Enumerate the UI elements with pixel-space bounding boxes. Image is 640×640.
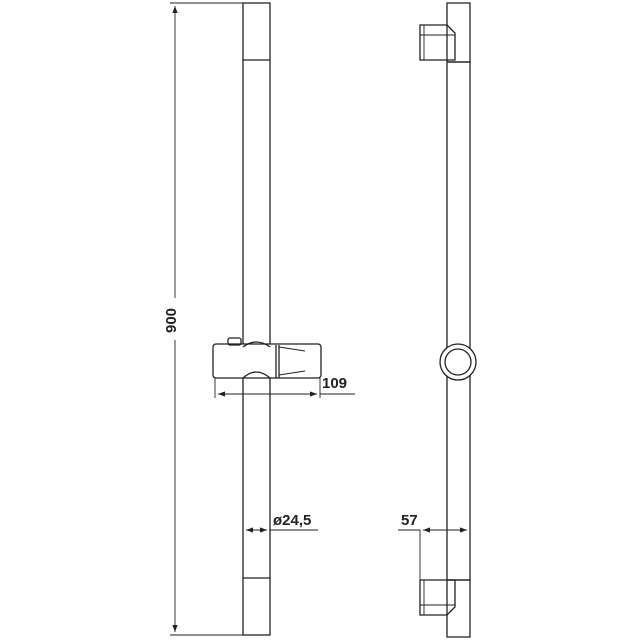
side-view: 57 [398, 2, 477, 638]
front-rod [242, 2, 271, 636]
diameter-label: ø24,5 [273, 512, 311, 529]
bottom-wall-bracket [419, 579, 471, 638]
slider [212, 337, 322, 379]
wall-distance-label: 57 [401, 512, 418, 529]
slider-ring [439, 343, 477, 381]
side-rod [446, 61, 471, 581]
slider-width-label: 109 [322, 375, 347, 392]
top-wall-bracket [419, 2, 471, 63]
slider-button [227, 337, 242, 346]
height-dimension-label: 900 [163, 308, 180, 333]
front-view: 900 109 ø24,5 [162, 2, 355, 636]
